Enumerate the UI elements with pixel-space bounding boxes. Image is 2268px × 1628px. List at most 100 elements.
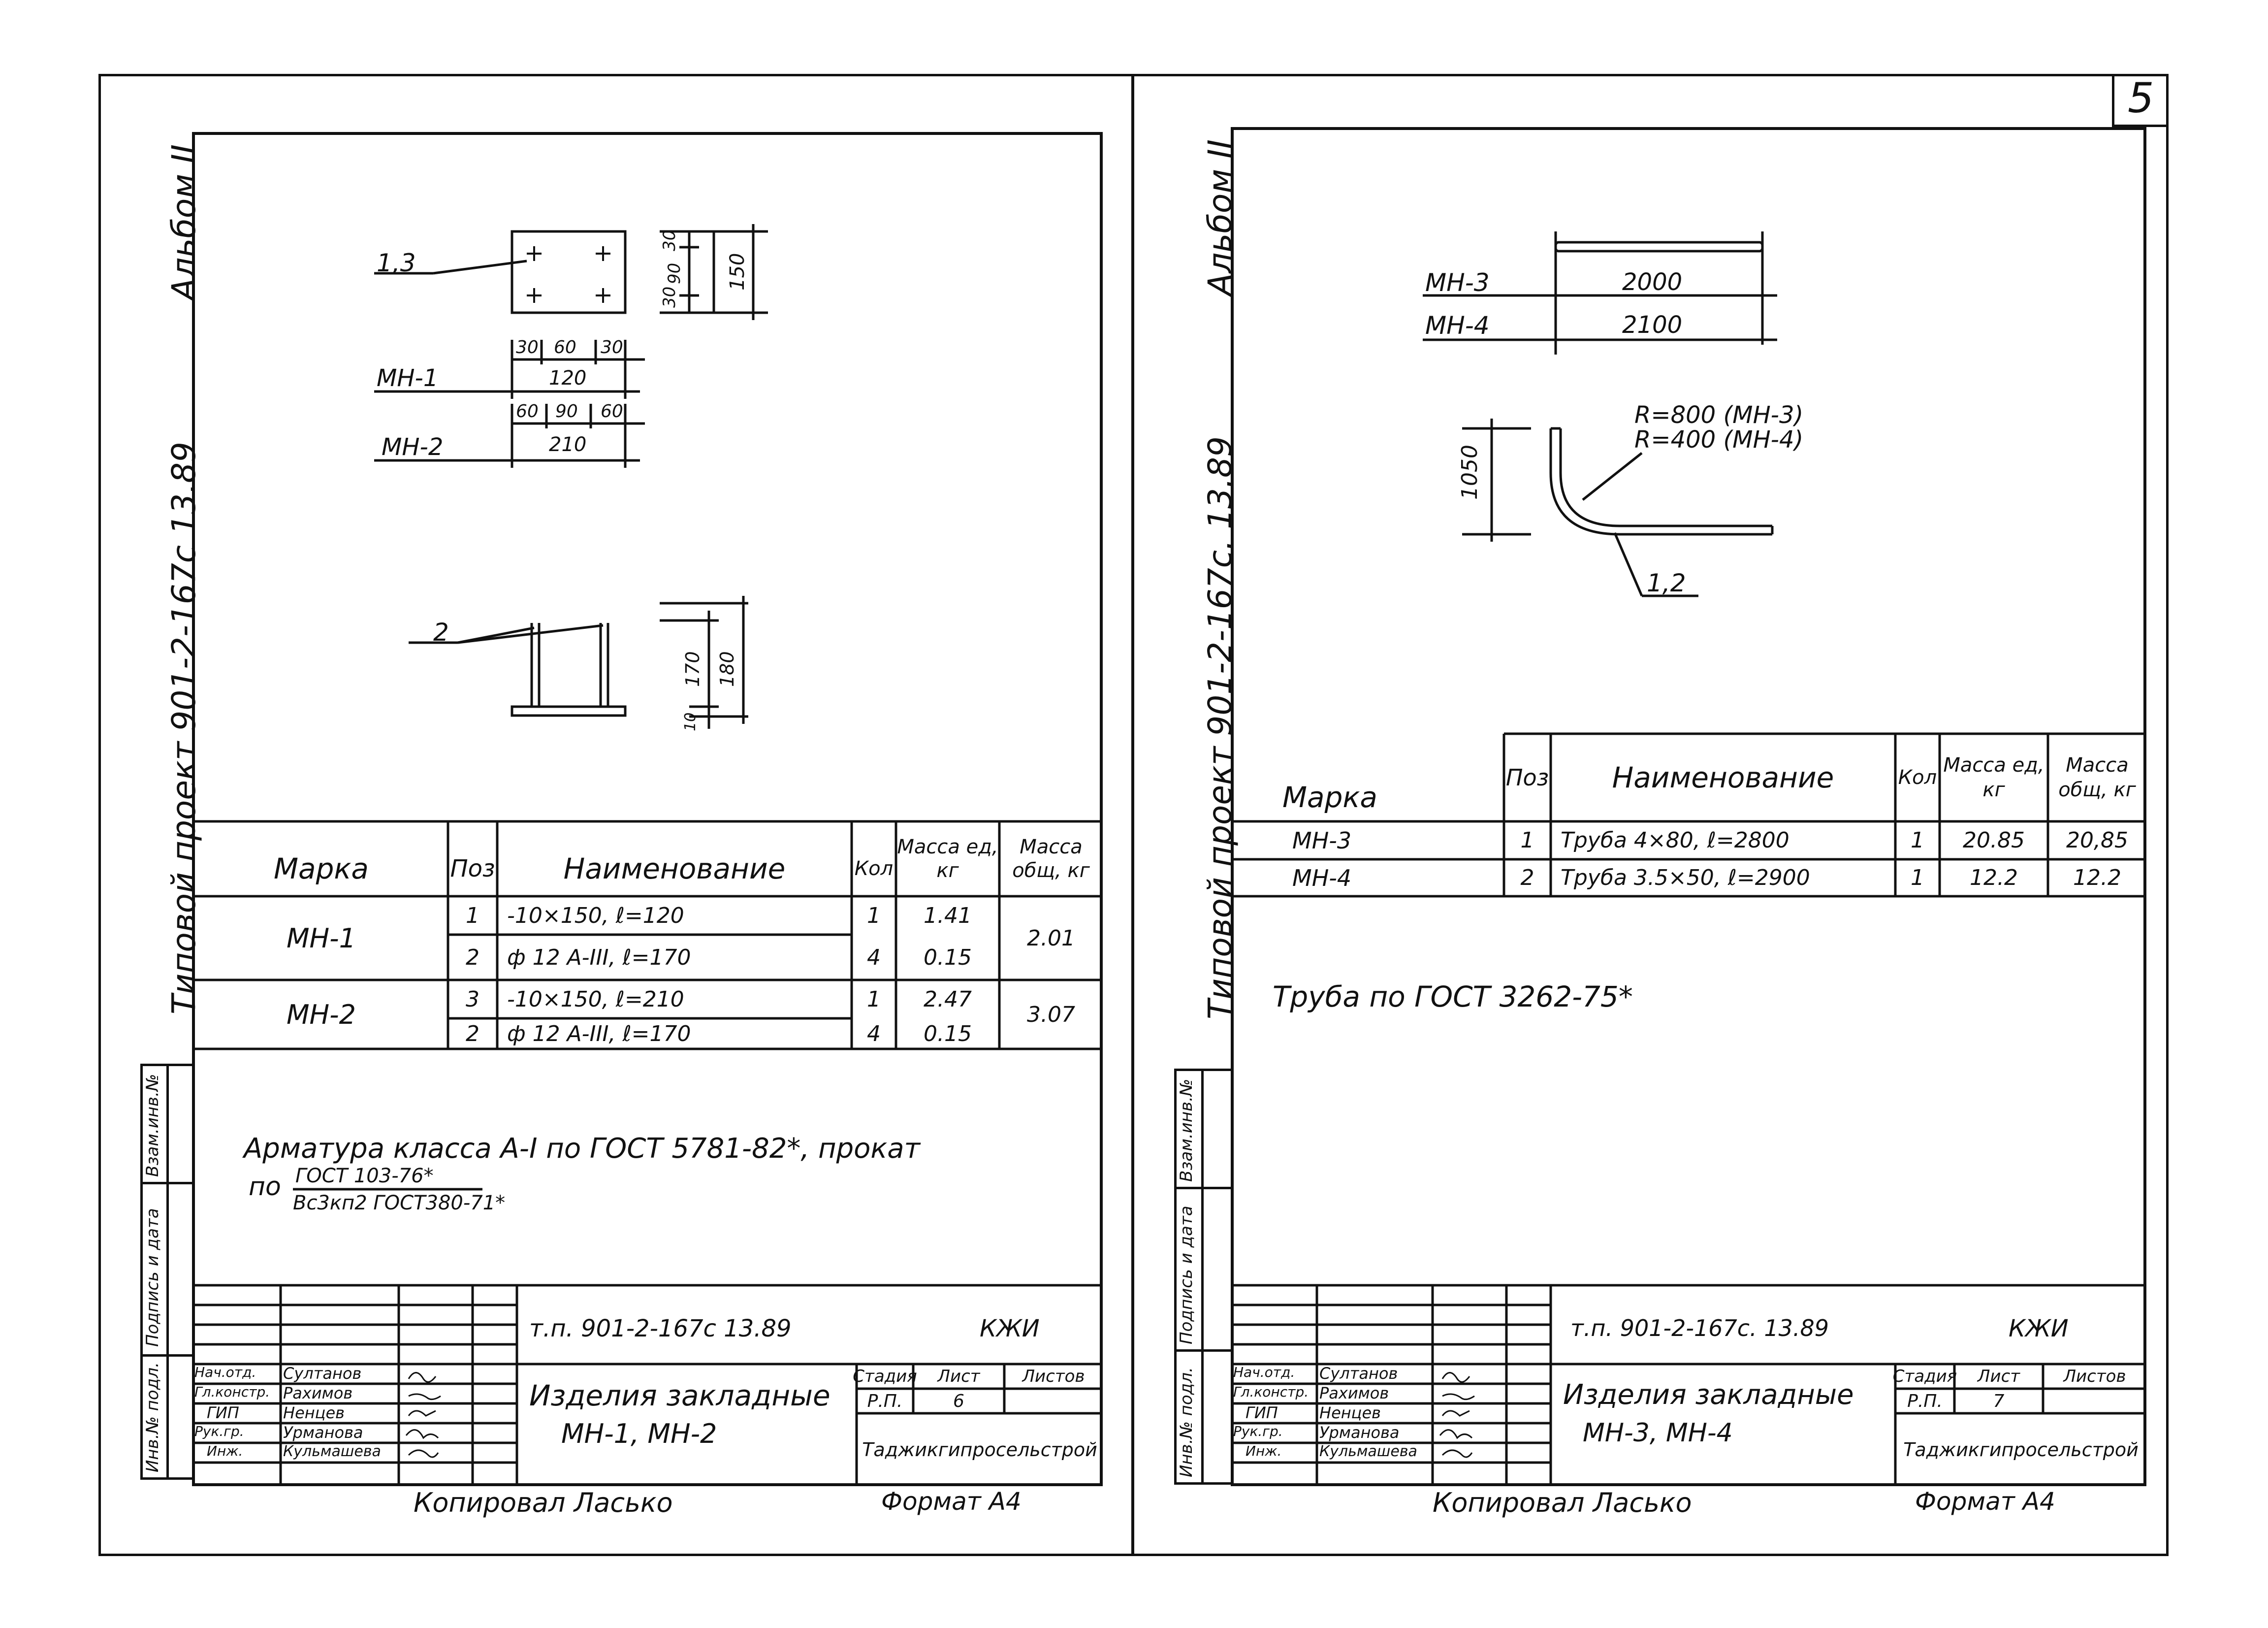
row-mn1-name1: -10×150, ℓ=120: [507, 903, 684, 928]
th-mass-unit: Масса ед, кг: [1943, 754, 2044, 801]
tb-sheet: 7: [1993, 1391, 2005, 1411]
row-mn4-total: 12.2: [2073, 865, 2121, 890]
side-dim-180: 180: [716, 651, 738, 687]
mn2-dim-c: 60: [601, 401, 623, 422]
mn2-total: 210: [549, 433, 587, 456]
tb-name-5: Кульмашева: [283, 1443, 381, 1460]
row-mn3-kol: 1: [1911, 828, 1924, 853]
tb-stage: Р.П.: [867, 1391, 903, 1411]
row-mn1-kol1: 1: [867, 903, 881, 928]
tb-code: т.п. 901-2-167с 13.89: [529, 1315, 792, 1342]
mn3-label: МН-3: [1425, 268, 1490, 297]
row-mn2-mass1: 2.47: [924, 986, 972, 1012]
mn1-dim-b: 60: [554, 337, 576, 358]
tb-sheet-h: Лист: [1977, 1367, 2020, 1386]
row-mn2-total: 3.07: [1027, 1002, 1075, 1027]
row-mn4-mass: 12.2: [1970, 865, 2018, 890]
tb-name-2: Рахимов: [1319, 1384, 1389, 1402]
callout-pos-1-2: 1,2: [1647, 569, 1686, 597]
row-mn2-marka: МН-2: [286, 999, 356, 1030]
mn1-total: 120: [549, 367, 587, 390]
footer-format: Формат А4: [1915, 1487, 2055, 1516]
side-dim-10: 10: [682, 712, 699, 731]
tb-role-3: ГИП: [1246, 1403, 1278, 1422]
tb-org: Таджикгипросельстрой: [862, 1439, 1097, 1461]
row-mn1-poz1: 1: [466, 903, 479, 928]
row-mn2-mass2: 0.15: [924, 1021, 972, 1046]
mn1-label: МН-1: [377, 364, 439, 392]
tb-role-4: Рук.гр.: [1233, 1423, 1283, 1439]
row-mn2-name1: -10×150, ℓ=210: [507, 986, 684, 1012]
tb-section: КЖИ: [2009, 1315, 2069, 1342]
th-kol: Кол: [854, 857, 894, 880]
tb-code: т.п. 901-2-167с. 13.89: [1570, 1315, 1829, 1341]
row-mn4-marka: МН-4: [1292, 864, 1352, 891]
tb-role-4: Рук.гр.: [194, 1423, 244, 1439]
th-poz: Поз: [450, 855, 495, 882]
tb-org: Таджикгипросельстрой: [1903, 1439, 2139, 1461]
th-marka: Марка: [1282, 781, 1377, 814]
page-number-box: [2112, 74, 2169, 127]
dim-v-30a: 30: [660, 286, 679, 308]
row-mn2-kol1: 1: [867, 986, 881, 1012]
mn2-dim-a: 60: [516, 401, 539, 422]
stamp-vzam: Взам.инв.№: [143, 1074, 162, 1177]
stamp-sign: Подпись и дата: [143, 1208, 162, 1347]
tb-role-2: Гл.констр.: [194, 1384, 270, 1400]
side-dim-170: 170: [682, 651, 703, 687]
tb-role-5: Инж.: [1246, 1443, 1282, 1459]
tb-sheets-h: Листов: [1022, 1367, 1085, 1386]
tb-role-3: ГИП: [207, 1403, 239, 1422]
stamp-inv: Инв.№ подл.: [143, 1362, 162, 1472]
row-mn4-poz: 2: [1520, 865, 1534, 890]
row-mn2-kol2: 4: [867, 1021, 881, 1046]
row-mn2-poz2: 2: [466, 1021, 479, 1046]
tb-sheets: [1004, 1389, 1103, 1413]
tb-title-2: МН-3, МН-4: [1583, 1418, 1733, 1448]
center-divider: [1131, 74, 1134, 1556]
stamp-vzam: Взам.инв.№: [1177, 1078, 1196, 1182]
tb-sheets: [2043, 1389, 2146, 1413]
mn1-dim-a: 30: [516, 337, 539, 358]
tb-name-1: Султанов: [283, 1364, 362, 1383]
note: Труба по ГОСТ 3262-75*: [1273, 980, 1633, 1013]
album-label: Альбом II: [165, 144, 203, 300]
row-mn1-mass2: 0.15: [924, 944, 972, 970]
th-kol: Кол: [1898, 766, 1937, 789]
row-mn1-kol2: 4: [867, 944, 881, 970]
tb-sheet-h: Лист: [937, 1367, 980, 1386]
row-mn1-total: 2.01: [1027, 925, 1075, 951]
row-mn1-marka: МН-1: [286, 922, 356, 954]
note-line-1: Арматура класса А-I по ГОСТ 5781-82*, пр…: [244, 1133, 921, 1165]
row-mn2-name2: ф 12 А-III, ℓ=170: [507, 1021, 691, 1046]
note-fraction-top: ГОСТ 103-76*: [295, 1165, 434, 1187]
tb-section: КЖИ: [980, 1315, 1040, 1342]
radius-mn3: R=800 (МН-3): [1634, 401, 1804, 429]
tb-name-4: Урманова: [1319, 1423, 1400, 1442]
row-mn2-poz1: 3: [466, 986, 479, 1012]
tb-stage: Р.П.: [1907, 1391, 1943, 1411]
tb-sheets-h: Листов: [2063, 1367, 2126, 1386]
tb-title-1: Изделия закладные: [1563, 1379, 1854, 1411]
row-mn3-name: Труба 4×80, ℓ=2800: [1561, 828, 1789, 853]
th-name: Наименование: [1612, 761, 1834, 794]
tb-role-2: Гл.констр.: [1233, 1384, 1309, 1400]
sheet-frame: [192, 132, 1103, 1486]
tb-title-2: МН-1, МН-2: [561, 1418, 717, 1449]
row-mn3-total: 20,85: [2066, 828, 2128, 853]
footer-format: Формат А4: [881, 1487, 1022, 1516]
th-name: Наименование: [563, 852, 786, 885]
sheet-frame: [1231, 127, 2146, 1486]
mn1-dim-c: 30: [601, 337, 623, 358]
dim-v-30b: 30: [660, 229, 679, 251]
th-marka: Марка: [274, 852, 369, 885]
tb-stage-h: Стадия: [853, 1367, 917, 1386]
mn4-len: 2100: [1622, 311, 1683, 339]
callout-pos-2: 2: [433, 618, 449, 647]
callout-pos-1-3: 1,3: [377, 249, 416, 277]
project-label: Типовой проект 901-2-167с. 13.89: [1201, 436, 1239, 1019]
stamp-inv: Инв.№ подл.: [1177, 1367, 1196, 1477]
row-mn4-name: Труба 3.5×50, ℓ=2900: [1561, 865, 1810, 890]
tb-sheet: 6: [953, 1391, 964, 1411]
mn4-label: МН-4: [1425, 311, 1490, 340]
